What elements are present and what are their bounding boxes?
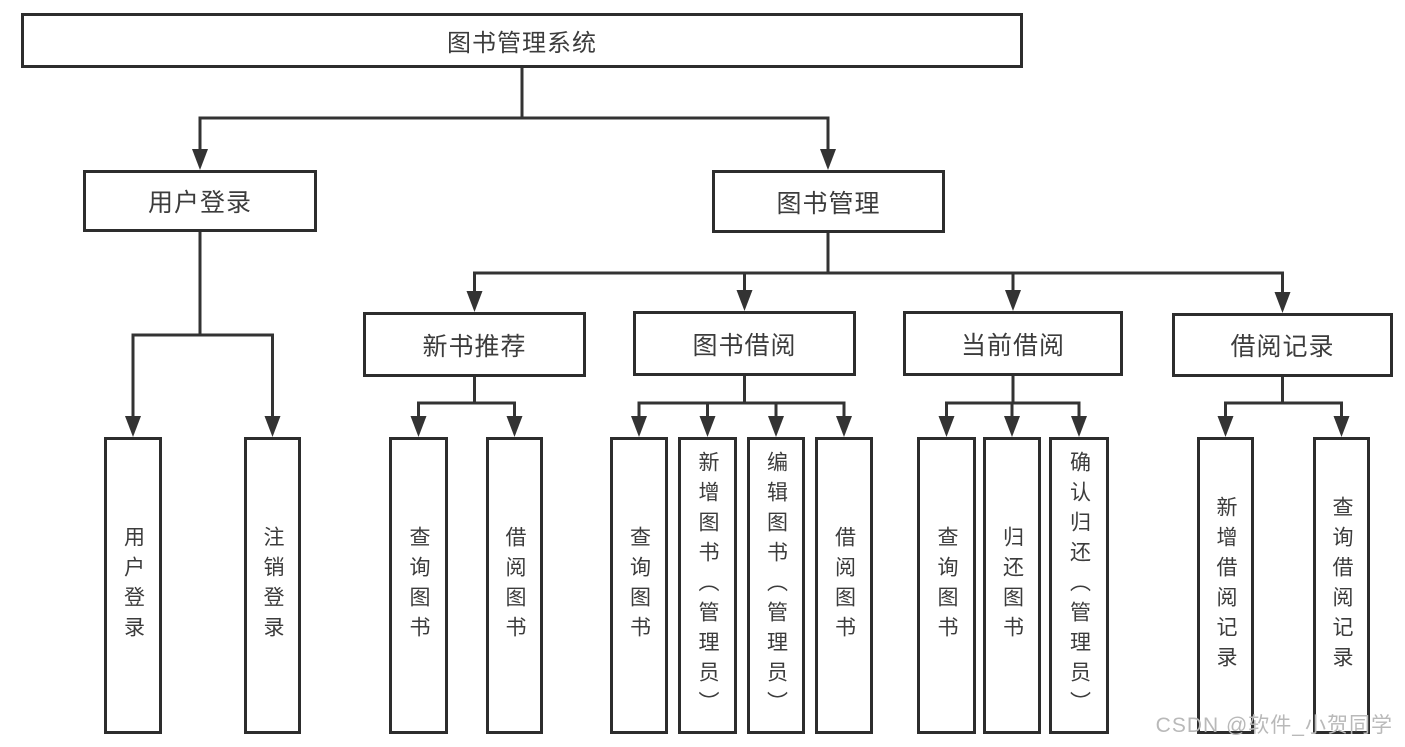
node-bb-borrow-books-label: 借阅图书: [832, 525, 856, 646]
node-cb-confirm-return-admin: 确认归还（管理员）: [1049, 437, 1109, 734]
node-root: 图书管理系统: [21, 13, 1023, 68]
node-br-add-record-label: 新增借阅记录: [1214, 495, 1237, 676]
node-book-mgmt: 图书管理: [712, 170, 945, 233]
node-book-mgmt-label: 图书管理: [776, 189, 881, 218]
node-borrow-records-label: 借阅记录: [1230, 333, 1335, 361]
node-bb-borrow-books: 借阅图书: [815, 437, 873, 734]
node-nb-borrow-books-label: 借阅图书: [503, 525, 526, 646]
node-login-action-label: 用户登录: [121, 525, 145, 646]
node-nb-query-books: 查询图书: [389, 437, 448, 734]
csdn-watermark: CSDN @软件_小贺同学: [1155, 714, 1393, 737]
node-cb-return-books-label: 归还图书: [1000, 525, 1024, 646]
node-br-query-record: 查询借阅记录: [1313, 437, 1370, 734]
node-cb-query-books: 查询图书: [917, 437, 976, 734]
node-nb-borrow-books: 借阅图书: [486, 437, 543, 734]
node-bb-edit-books-admin-label: 编辑图书（管理员）: [764, 450, 788, 721]
node-current-borrow-label: 当前借阅: [960, 331, 1065, 360]
node-user-login-label: 用户登录: [147, 189, 252, 217]
node-new-book-recommend: 新书推荐: [363, 312, 586, 377]
node-current-borrow: 当前借阅: [903, 311, 1123, 376]
node-br-add-record: 新增借阅记录: [1197, 437, 1254, 734]
node-book-borrow-label: 图书借阅: [692, 331, 797, 360]
node-user-login: 用户登录: [83, 170, 317, 232]
node-login-action: 用户登录: [104, 437, 162, 734]
node-logout-action-label: 注销登录: [261, 525, 284, 646]
node-cb-return-books: 归还图书: [983, 437, 1041, 734]
node-nb-query-books-label: 查询图书: [407, 525, 430, 646]
node-logout-action: 注销登录: [244, 437, 301, 734]
node-cb-query-books-label: 查询图书: [935, 525, 958, 646]
node-bb-edit-books-admin: 编辑图书（管理员）: [747, 437, 805, 734]
node-book-borrow: 图书借阅: [633, 311, 856, 376]
node-new-book-recommend-label: 新书推荐: [422, 332, 527, 361]
node-bb-add-books-admin: 新增图书（管理员）: [678, 437, 737, 734]
node-root-label: 图书管理系统: [447, 30, 597, 57]
node-borrow-records: 借阅记录: [1172, 313, 1393, 377]
node-bb-query-books-label: 查询图书: [627, 525, 651, 646]
node-br-query-record-label: 查询借阅记录: [1330, 495, 1353, 676]
node-bb-add-books-admin-label: 新增图书（管理员）: [696, 450, 719, 721]
node-cb-confirm-return-admin-label: 确认归还（管理员）: [1067, 450, 1091, 721]
node-bb-query-books: 查询图书: [610, 437, 668, 734]
